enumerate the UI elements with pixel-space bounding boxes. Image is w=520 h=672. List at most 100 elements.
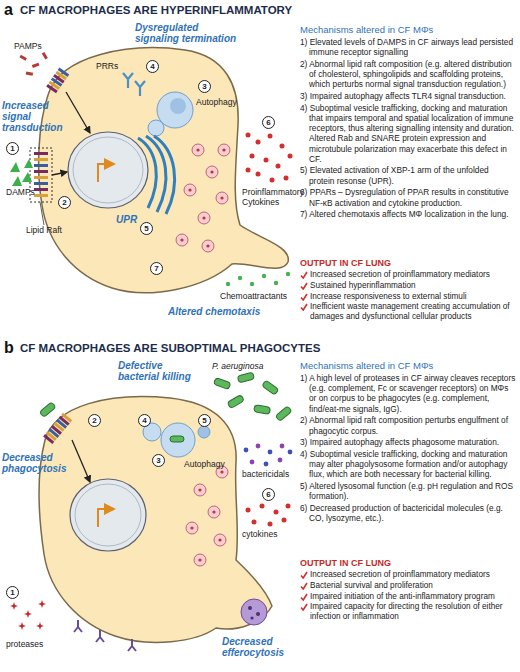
vesicle (194, 484, 206, 496)
pamp-receptor (46, 68, 69, 94)
chemoattractant-dots (286, 272, 290, 276)
signal-arrow (52, 172, 67, 175)
autophagosome (148, 92, 193, 136)
protease-molecules (24, 610, 32, 618)
callout-number: 1 (6, 142, 19, 155)
callout-number: 4 (138, 414, 151, 427)
part-label: Chemoattractants (220, 292, 296, 302)
membrane-receptor (74, 620, 136, 651)
panel-title: CF MACROPHAGES ARE SUBOPTIMAL PHAGOCYTES (20, 342, 320, 354)
vesicle (176, 144, 230, 252)
mechanism-item: 2) Abnormal lipid raft composition pertu… (300, 415, 516, 435)
mechanism-list: Mechanisms altered in CF MΦs1) A high le… (300, 360, 516, 525)
prr-receptor (123, 73, 133, 88)
check-mark (301, 283, 307, 289)
process-annotation: Defective bacterial killing (118, 360, 198, 382)
part-label: Lipid Raft (26, 226, 76, 236)
figure-panel: Mechanisms altered in CF MΦs1) A high le… (0, 338, 520, 672)
apoptotic-cell (250, 616, 253, 619)
vesicle (218, 144, 230, 156)
vesicle (196, 148, 199, 151)
check-mark (300, 293, 308, 301)
lipid-raft-receptor (34, 164, 48, 167)
lipid-raft-receptor (40, 202, 44, 225)
damp-molecules (22, 172, 32, 182)
signal-arrow (52, 92, 90, 175)
endoplasmic-reticulum (138, 136, 175, 214)
check-mark (300, 282, 308, 290)
vesicle (188, 188, 191, 191)
output-item: Increased secretion of proinflammatory m… (300, 270, 516, 280)
protease-molecules (10, 600, 46, 630)
bactericidal-dots (264, 462, 269, 467)
callout-number: 3 (152, 454, 165, 467)
nucleus (98, 509, 114, 527)
lipid-raft-receptor (43, 413, 72, 444)
pamp-molecules (19, 55, 27, 61)
apoptotic-cell (256, 612, 260, 616)
output-text: Impaired capacity for directing the reso… (310, 602, 503, 621)
cytokine-dots (256, 172, 261, 177)
mechanism-item: 2) Abnormal lipid raft composition (e.g.… (300, 59, 516, 90)
damp-molecules (10, 159, 33, 186)
bactericidal-dots (244, 448, 249, 453)
vesicle (220, 470, 223, 473)
panel-letter: b (4, 339, 14, 357)
output-heading: OUTPUT IN CF LUNG (300, 558, 516, 568)
part-label: Autophagy (184, 460, 236, 470)
output-text: Bacterial survival and proliferation (310, 581, 433, 590)
macrophage-cell (39, 397, 272, 643)
output-text: Increase responsiveness to external stim… (310, 292, 467, 301)
cytokine-dots (256, 140, 261, 145)
autophagosome (198, 426, 210, 438)
check-mark (300, 582, 308, 590)
lipid-raft-receptor (34, 170, 48, 173)
cytokine-dots (246, 508, 251, 513)
prr-receptor (123, 73, 145, 96)
chemoattractant-dots (238, 276, 242, 280)
autophagosome (161, 423, 195, 457)
vesicle (186, 522, 198, 534)
cytokine-dots (246, 168, 251, 173)
list-heading: Mechanisms altered in CF MΦs (300, 360, 516, 371)
signal-arrow (72, 440, 90, 482)
nucleus (70, 479, 146, 551)
output-text: Increased secretion of proinflammatory m… (310, 270, 490, 279)
autophagosome (148, 120, 164, 136)
check-mark (300, 571, 308, 579)
mechanism-item: 3) Impaired autophagy affects phagosome … (300, 437, 516, 447)
cytokine-dots (280, 144, 285, 149)
bacterium (39, 402, 56, 418)
mechanism-item: 5) Elevated activation of XBP-1 arm of t… (300, 165, 516, 185)
check-mark (300, 593, 308, 601)
vesicle (180, 238, 183, 241)
apoptotic-cell (241, 599, 267, 625)
chemoattractant-dots (274, 281, 278, 285)
protease-molecules (10, 602, 18, 610)
vesicle (184, 184, 196, 196)
vesicle (206, 166, 218, 178)
vesicle (202, 240, 214, 252)
endoplasmic-reticulum (138, 138, 156, 208)
mechanism-item: 7) Altered chemotaxis affects MΦ localiz… (300, 209, 516, 219)
nucleus (70, 479, 146, 551)
output-text: Inefficient waste management creating ac… (310, 302, 510, 321)
cytokine-dots (282, 518, 287, 523)
vesicle (218, 538, 221, 541)
process-annotation: Altered chemotaxis (168, 306, 288, 317)
part-label: Proinflammatory Cytokines (242, 188, 298, 207)
nucleus (75, 484, 141, 546)
autophagosome (170, 98, 186, 114)
nucleus (98, 164, 114, 182)
part-label: proteases (6, 640, 56, 650)
mechanism-item: 4) Suboptimal vesicle trafficking, docki… (300, 103, 516, 164)
figure-panel: Mechanisms altered in CF MΦs1) Elevated … (0, 0, 520, 336)
callout-number: 6 (262, 116, 275, 129)
protease-molecules (36, 622, 44, 630)
vesicle (216, 192, 228, 204)
prr-receptor (135, 81, 145, 96)
callout-number: 2 (88, 414, 101, 427)
apoptotic-cell (241, 599, 267, 625)
pamp-molecules (26, 71, 33, 75)
